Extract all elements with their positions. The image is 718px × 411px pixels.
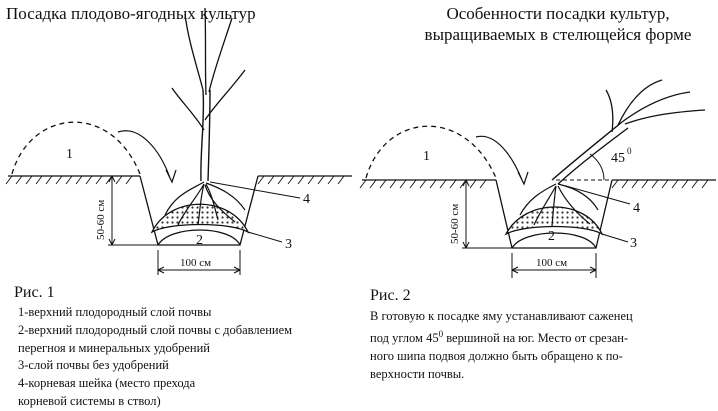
fertilized-soil-dome [157,229,241,246]
fig1-depth-label: 50-60 см [95,200,107,240]
figure1-caption: Рис. 1 [14,284,55,301]
figure2-diagram [359,79,716,278]
fig1-width-label: 100 см [180,257,211,269]
fig1-number-3: 3 [285,237,292,252]
width-dimension-line [157,250,241,275]
description-line: под углом 450 вершиной на юг. Место от с… [370,326,714,348]
figure2-caption: Рис. 2 [370,287,411,304]
legend-item: корневой системы в ствол) [18,393,161,408]
fig1-number-1: 1 [66,147,73,162]
depth-dimension-line [462,179,512,249]
right-title-line2: выращиваемых в стелющейся форме [424,25,692,44]
planting-pit [495,179,613,249]
fertilized-soil-dome [511,232,597,249]
planting-pit [139,175,259,246]
width-dimension-line [511,253,597,278]
fertilized-soil-layer [150,203,250,234]
legend-item: 2-верхний плодородный слой почвы с добав… [18,322,293,337]
fig2-number-3: 3 [630,236,637,251]
figure1-diagram [5,7,352,275]
angle-arc [589,153,605,181]
seedling-trunk [200,89,211,182]
degree-superscript: 0 [438,328,444,339]
fig2-number-4: 4 [633,201,640,216]
right-title: Особенности посадки культур, выращиваемы… [400,3,716,45]
description-text: под углом 45 [370,330,439,345]
topsoil-mound [365,125,497,179]
callout-4 [565,185,631,205]
fig1-number-4: 4 [303,192,310,207]
description-line: верхности почвы. [370,366,465,381]
right-title-line1: Особенности посадки культур, [446,4,670,23]
seedling-branches [605,79,706,133]
topsoil-mound [11,121,141,175]
ground-hatching [359,179,709,189]
fig2-number-1: 1 [423,149,430,164]
description-text: вершиной на юг. Место от срезан- [443,330,629,345]
soil-transfer-arrow [117,130,177,184]
fig1-number-2: 2 [196,233,203,248]
description-line: ного шипа подвоя должно быть обращено к … [370,348,623,363]
seedling-roots [519,183,599,227]
left-title: Посадка плодово-ягодных культур [6,4,256,23]
fig2-number-2: 2 [548,229,555,244]
fig2-width-label: 100 см [536,257,567,269]
legend: 1-верхний плодородный слой почвы 2-верхн… [18,304,292,411]
figure2-description: В готовую к посадке яму устанавливают са… [370,308,714,383]
legend-item: 3-слой почвы без удобрений [18,358,169,373]
seedling-branches [171,7,246,131]
legend-item: 1-верхний плодородный слой почвы [18,305,212,319]
description-line: В готовую к посадке яму устанавливают са… [370,309,633,323]
callout-4 [209,181,301,199]
callout-3 [247,231,283,243]
legend-item: перегноя и минеральных удобрений [18,340,210,355]
depth-dimension-line [108,175,158,246]
seedling-roots [164,181,246,226]
fig2-angle-degree: 0 [627,146,632,156]
ground-hatching [5,175,345,185]
soil-transfer-arrow [475,135,529,186]
legend-item: 4-корневая шейка (место прехода [18,376,196,391]
callout-3 [601,233,629,243]
fig2-depth-label: 50-60 см [449,204,461,244]
fig2-angle-value: 45 [611,151,625,166]
